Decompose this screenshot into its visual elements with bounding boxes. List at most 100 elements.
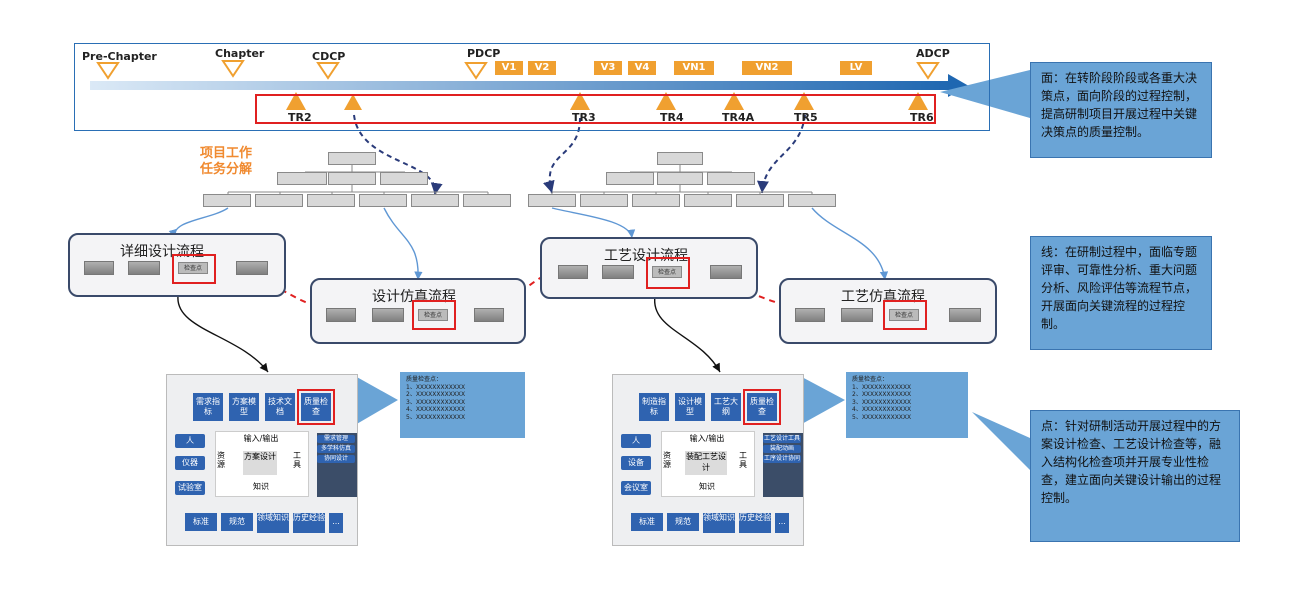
knowledge-label: 知识 (253, 482, 269, 491)
tr-triangle-icon (794, 92, 814, 110)
tool-item[interactable]: 协同设计 (317, 455, 355, 463)
left-button[interactable]: 会议室 (621, 481, 651, 495)
left-button[interactable]: 仪器 (175, 456, 205, 470)
bottom-button[interactable]: 领域知识 (257, 513, 289, 533)
wbs-node (632, 194, 680, 207)
flow-title: 工艺设计流程 (604, 248, 688, 264)
wbs-node (277, 172, 327, 185)
tool-item[interactable]: 工艺设计工具 (763, 435, 801, 443)
tr-triangle-icon (908, 92, 928, 110)
wbs-title-line: 任务分解 (200, 162, 253, 177)
io-label: 输入/输出 (689, 434, 725, 443)
tr-label: TR6 (910, 111, 934, 124)
tr-highlight-box (255, 94, 936, 124)
top-button[interactable]: 工艺大纲 (711, 393, 741, 421)
bottom-button[interactable]: 标准 (185, 513, 217, 531)
quality-note-box: 质量检查点： 1、XXXXXXXXXXXX 2、XXXXXXXXXXXX 3、X… (400, 372, 525, 438)
wbs-node (307, 194, 355, 207)
version-box: VN2 (742, 61, 792, 75)
wbs-node (255, 194, 303, 207)
tool-panel: 工艺设计工具 装配动画 工序设计协同 (763, 433, 803, 497)
milestone-triangle-icon (96, 62, 120, 80)
wbs-node (657, 152, 703, 165)
wbs-node (203, 194, 251, 207)
process-step (128, 261, 160, 275)
tool-item[interactable]: 工序设计协同 (763, 455, 801, 463)
version-box: V2 (528, 61, 556, 75)
milestone-label: Chapter (215, 47, 265, 60)
bottom-button[interactable]: 标准 (631, 513, 663, 531)
flow-title: 详细设计流程 (120, 244, 204, 260)
left-button[interactable]: 设备 (621, 456, 651, 470)
tr-label: TR4 (660, 111, 684, 124)
process-step (474, 308, 504, 322)
flow-process-sim: 工艺仿真流程 检查点 (779, 278, 997, 344)
tr-label: TR2 (288, 111, 312, 124)
wbs-node (684, 194, 732, 207)
quality-note-text: 质量检查点： 1、XXXXXXXXXXXX 2、XXXXXXXXXXXX 3、X… (406, 376, 466, 421)
tool-item[interactable]: 装配动画 (763, 445, 801, 453)
quality-check-highlight (297, 389, 335, 425)
checkpoint-node: 检查点 (652, 266, 682, 278)
top-button[interactable]: 质量检查 (301, 393, 331, 421)
callout-point: 点：针对研制活动开展过程中的方案设计检查、工艺设计检查等，融入结构化检查项并开展… (1030, 410, 1240, 542)
top-button[interactable]: 质量检查 (747, 393, 777, 421)
center-label: 方案设计 (243, 451, 277, 475)
checkpoint-highlight (883, 300, 927, 330)
callout-line: 线：在研制过程中，面临专题评审、可靠性分析、重大问题分析、风险评估等流程节点，开… (1030, 236, 1212, 350)
wbs-node (328, 152, 376, 165)
top-button[interactable]: 制造指标 (639, 393, 669, 421)
bottom-button[interactable]: ... (775, 513, 789, 533)
tool-item[interactable]: 需求管理 (317, 435, 355, 443)
left-button[interactable]: 试验室 (175, 481, 205, 495)
tool-item[interactable]: 多学科仿真 (317, 445, 355, 453)
wbs-node (411, 194, 459, 207)
milestone-triangles (96, 60, 940, 110)
io-label: 输入/输出 (243, 434, 279, 443)
wbs-node (788, 194, 836, 207)
bottom-button[interactable]: 领域知识 (703, 513, 735, 533)
tr-triangle-icon (286, 92, 306, 110)
checkpoint-node: 检查点 (418, 309, 448, 321)
tr-label: TR5 (794, 111, 818, 124)
resource-label: 资源 (217, 451, 225, 469)
process-step (236, 261, 268, 275)
flow-process-design: 工艺设计流程 检查点 (540, 237, 758, 299)
milestone-label: ADCP (916, 47, 950, 60)
checkpoint-highlight (412, 300, 456, 330)
process-step (84, 261, 114, 275)
tool-label: 工具 (739, 451, 747, 469)
process-step (326, 308, 356, 322)
bottom-button[interactable]: 历史经验 (739, 513, 771, 533)
top-button[interactable]: 方案模型 (229, 393, 259, 421)
milestone-triangle-icon (464, 62, 488, 80)
tr-label: TR3 (572, 111, 596, 124)
checkpoint-node: 检查点 (178, 262, 208, 274)
top-button[interactable]: 技术文档 (265, 393, 295, 421)
left-button[interactable]: 人 (621, 434, 651, 448)
resource-label: 资源 (663, 451, 671, 469)
milestone-label: CDCP (312, 50, 346, 63)
milestone-triangle-icon (221, 60, 245, 78)
left-button[interactable]: 人 (175, 434, 205, 448)
tr-triangle-icon (570, 92, 590, 110)
top-button[interactable]: 需求指标 (193, 393, 223, 421)
bottom-button[interactable]: 历史经验 (293, 513, 325, 533)
knowledge-label: 知识 (699, 482, 715, 491)
bottom-button[interactable]: ... (329, 513, 343, 533)
wbs-node (380, 172, 428, 185)
wbs-node (580, 194, 628, 207)
bottom-button[interactable]: 规范 (221, 513, 253, 531)
wbs-title: 项目工作 任务分解 (200, 146, 252, 178)
quality-check-highlight (743, 389, 781, 425)
tr-triangle-icon (656, 92, 676, 110)
top-button[interactable]: 设计模型 (675, 393, 705, 421)
tr-triangle-icon (344, 94, 362, 110)
quality-note-box: 质量检查点： 1、XXXXXXXXXXXX 2、XXXXXXXXXXXX 3、X… (846, 372, 968, 438)
tr-label: TR4A (722, 111, 755, 124)
wbs-node (328, 172, 376, 185)
detail-panel-right: 制造指标 设计模型 工艺大纲 质量检查 人 设备 会议室 输入/输出 资源 装配… (612, 374, 804, 546)
bottom-button[interactable]: 规范 (667, 513, 699, 531)
timeline-frame (74, 43, 990, 131)
version-box: V4 (628, 61, 656, 75)
